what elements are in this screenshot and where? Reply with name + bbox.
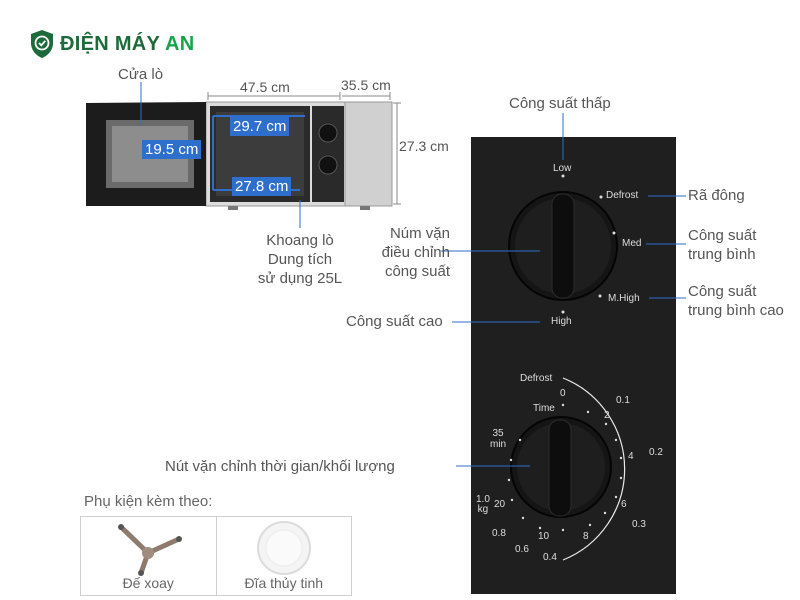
accessory-roller: Đế xoay [81, 517, 217, 595]
cavity-label: Khoang lò Dung tích sử dụng 25L [257, 232, 343, 287]
brand-name: ĐIỆN MÁY AN [60, 32, 195, 55]
mark-w06: 0.6 [515, 544, 529, 555]
roller-ring-icon [118, 524, 182, 576]
mark-w04: 0.4 [543, 552, 557, 563]
door-label: Cửa lò [118, 66, 164, 83]
accessories-box: Đế xoay Đĩa thủy tinh [80, 516, 352, 596]
mark-w01: 0.1 [616, 395, 630, 406]
mark-low: Low [553, 163, 572, 174]
mark-high: High [551, 316, 572, 327]
mark-time: Time [533, 403, 555, 414]
label-low-power: Công suất thấp [509, 95, 611, 112]
shield-check-icon [31, 30, 53, 58]
mark-med: Med [622, 238, 642, 249]
mark-zero: 0 [560, 388, 566, 399]
mark-35-min: 35 min [490, 428, 507, 450]
cavity-depth: 27.8 cm [232, 177, 292, 196]
depth-dimension: 35.5 cm [341, 77, 391, 93]
mark-kg: 1.0 kg [476, 494, 490, 515]
label-medium-high-power: Công suất trung bình cao [688, 283, 784, 319]
mark-w02: 0.2 [649, 447, 663, 458]
label-high-power: Công suất cao [346, 313, 443, 330]
width-dimension: 47.5 cm [240, 79, 290, 95]
timer-knob-label: Nút vặn chỉnh thời gian/khối lượng [165, 458, 395, 475]
label-medium-power: Công suất trung bình [688, 227, 757, 263]
mark-t2: 2 [604, 410, 610, 421]
mark-t6: 6 [621, 499, 627, 510]
mark-t4: 4 [628, 451, 634, 462]
mark-defrost: Defrost [606, 190, 639, 201]
weight-arc [562, 377, 626, 561]
mark-t8: 8 [583, 531, 589, 542]
cavity-height: 19.5 cm [142, 140, 202, 159]
accessory-glass-plate: Đĩa thủy tinh [217, 517, 352, 595]
power-knob-label: Núm vặn điều chỉnh công suất [381, 225, 450, 280]
mark-t10: 10 [538, 531, 550, 542]
power-knob-grip [551, 193, 575, 299]
accessory-roller-caption: Đế xoay [122, 575, 174, 591]
cavity-width: 29.7 cm [230, 117, 290, 136]
height-dimension: 27.3 cm [399, 138, 449, 154]
glass-plate-icon [256, 521, 311, 575]
timer-knob-grip [548, 419, 572, 517]
mark-t20: 20 [494, 499, 506, 510]
accessories-title: Phụ kiện kèm theo: [84, 493, 213, 510]
mark-mhigh: M.High [608, 293, 640, 304]
mark-timer-defrost: Defrost [520, 373, 553, 384]
mark-w08: 0.8 [492, 528, 506, 539]
brand-logo: ĐIỆN MÁY AN [30, 27, 194, 61]
mark-w03: 0.3 [632, 519, 646, 530]
accessory-glass-plate-caption: Đĩa thủy tinh [244, 575, 324, 591]
label-defrost: Rã đông [688, 187, 745, 204]
